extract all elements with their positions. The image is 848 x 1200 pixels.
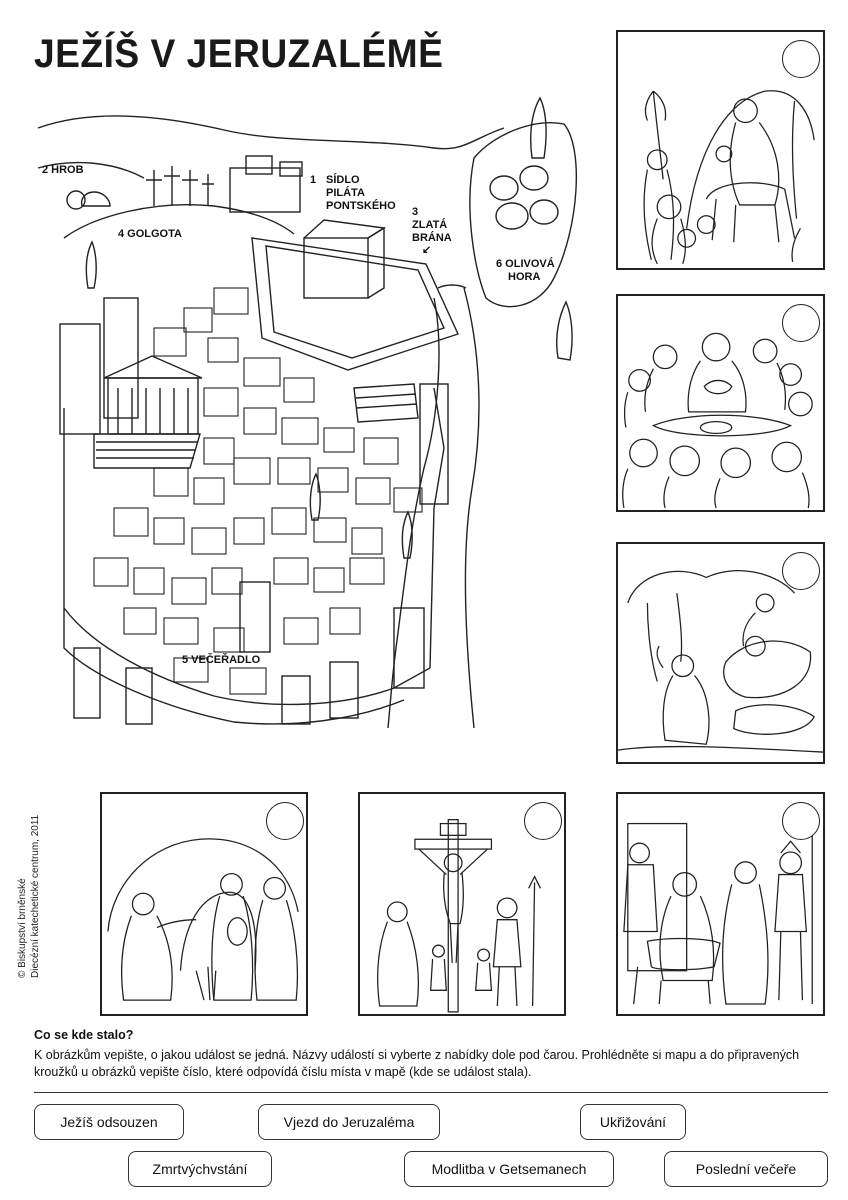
condemned-drawing bbox=[623, 822, 813, 1005]
arrow-down-left-icon: ↙ bbox=[422, 244, 432, 256]
picture-panel-gethsemane bbox=[616, 542, 825, 764]
page-title: JEŽÍŠ V JERUZALÉMĚ bbox=[34, 32, 444, 76]
map-label-pilat-line3: PONTSKÉHO bbox=[326, 200, 396, 212]
gethsemane-drawing bbox=[618, 570, 823, 753]
picture-panel-crucifixion bbox=[358, 792, 566, 1016]
map-label-hrob: 2 HROB bbox=[42, 164, 84, 176]
credit-line-1: © Biskupství brněnské bbox=[17, 878, 28, 978]
map-label-pilat-number: 1 bbox=[310, 174, 317, 186]
map-label-golgota: 4 GOLGOTA bbox=[118, 228, 182, 240]
map-label-olivova-line2: HORA bbox=[508, 271, 541, 283]
task-instructions: K obrázkům vepište, o jakou událost se j… bbox=[34, 1048, 800, 1079]
answer-option-odsouzen[interactable]: Ježíš odsouzen bbox=[34, 1104, 184, 1140]
answer-option-modlitba[interactable]: Modlitba v Getsemanech bbox=[404, 1151, 614, 1187]
answer-circle-supper[interactable] bbox=[782, 304, 820, 342]
answer-circle-crucifixion[interactable] bbox=[524, 802, 562, 840]
answer-circle-entry[interactable] bbox=[782, 40, 820, 78]
answer-option-ukrizovani[interactable]: Ukřižování bbox=[580, 1104, 686, 1140]
supper-drawing bbox=[622, 332, 813, 509]
answer-circle-gethsemane[interactable] bbox=[782, 552, 820, 590]
crucifixion-drawing bbox=[377, 819, 542, 1013]
map-label-brana-line1: ZLATÁ bbox=[412, 219, 448, 231]
credit-line-2: Diecézní katechetické centrum, 2011 bbox=[30, 814, 41, 978]
answer-option-vjezd[interactable]: Vjezd do Jeruzaléma bbox=[258, 1104, 440, 1140]
entry-drawing bbox=[643, 90, 815, 265]
map-label-pilat-line2: PILÁTA bbox=[326, 187, 365, 199]
picture-panel-condemned bbox=[616, 792, 825, 1016]
resurrection-drawing bbox=[107, 838, 299, 1001]
divider-line bbox=[34, 1092, 828, 1093]
answer-option-vecere[interactable]: Poslední večeře bbox=[664, 1151, 828, 1187]
picture-panel-entry bbox=[616, 30, 825, 270]
answer-option-zmrtvychvstani[interactable]: Zmrtvýchvstání bbox=[128, 1151, 272, 1187]
task-heading: Co se kde stalo? bbox=[34, 1028, 134, 1042]
map-label-pilat-line1: SÍDLO bbox=[326, 174, 360, 186]
map-label-brana-line2: BRÁNA bbox=[412, 232, 452, 244]
answer-circle-resurrection[interactable] bbox=[266, 802, 304, 840]
copyright-credit: © Biskupství brněnské Diecézní katecheti… bbox=[16, 815, 42, 978]
picture-panel-resurrection bbox=[100, 792, 308, 1016]
map-label-brana-number: 3 bbox=[412, 206, 419, 218]
answer-circle-condemned[interactable] bbox=[782, 802, 820, 840]
map-label-olivova-line1: 6 OLIVOVÁ bbox=[496, 258, 555, 270]
map-drawing bbox=[37, 96, 577, 729]
picture-panel-supper bbox=[616, 294, 825, 512]
jerusalem-map: 2 HROB 4 GOLGOTA 1 SÍDLO PILÁTA PONTSKÉH… bbox=[34, 88, 594, 729]
map-label-vecerado: 5 VEČEŘADLO bbox=[182, 654, 261, 666]
